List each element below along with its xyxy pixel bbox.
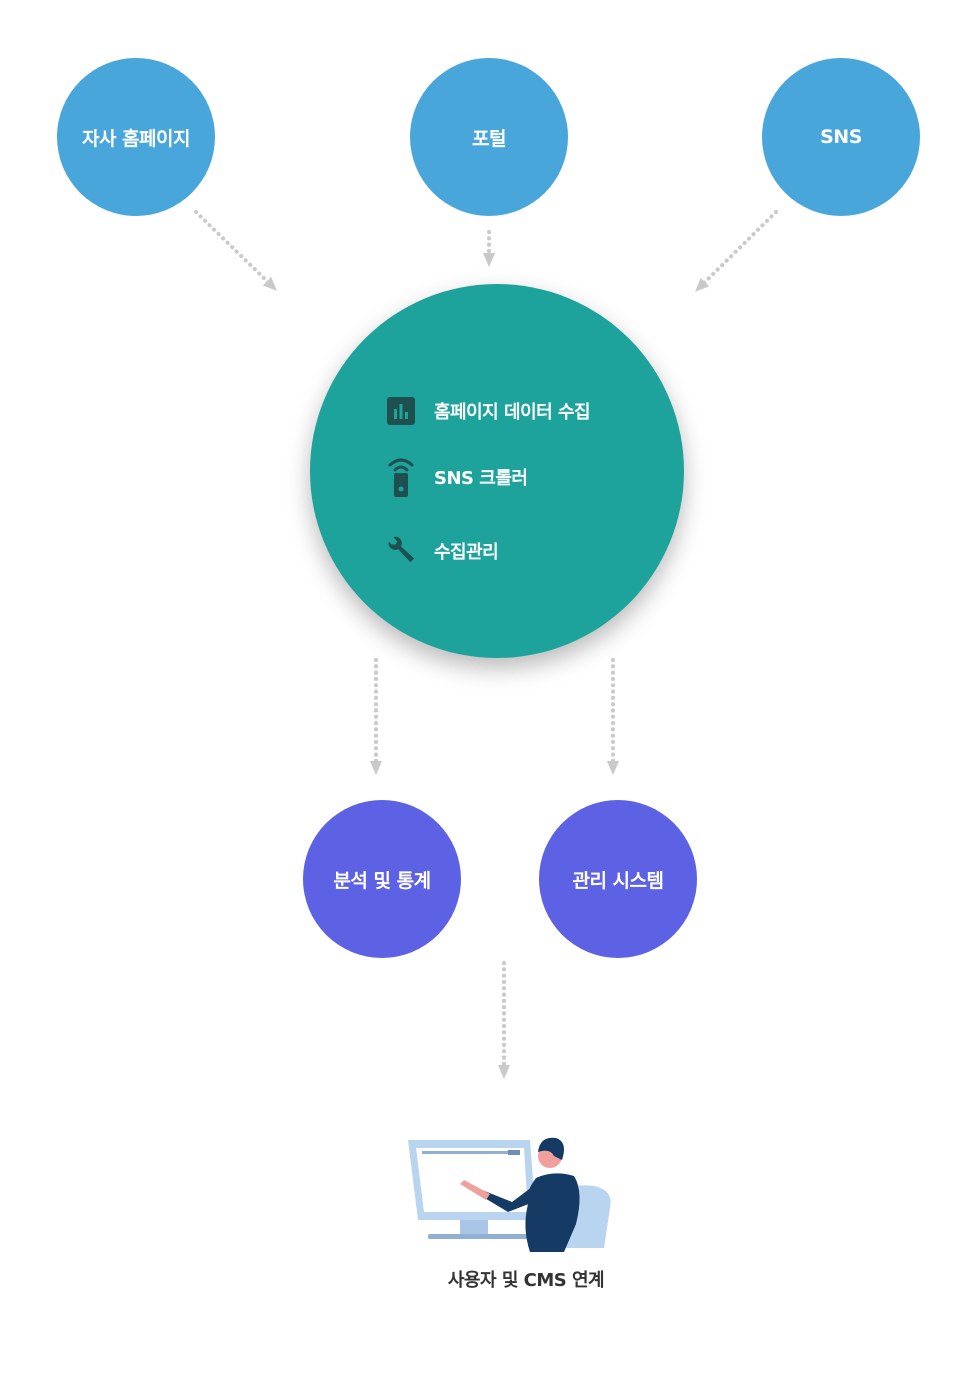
hub-item-homepage-data: 홈페이지 데이터 수집 [386,394,591,428]
hub-item-label: 홈페이지 데이터 수집 [434,402,591,423]
output-management-label: 관리 시스템 [572,869,664,892]
output-management-system: 관리 시스템 [539,800,697,958]
collection-hub: 홈페이지 데이터 수집 SNS 크롤러 수집관리 [310,284,684,658]
user-cms-caption: 사용자 및 CMS 연계 [447,1270,605,1291]
source-portal: 포털 [410,58,568,216]
arrow-sns-to-hub [695,210,778,292]
bar-chart-icon [386,394,416,428]
arrow-homepage-to-hub [194,210,278,291]
output-analysis-statistics: 분석 및 통계 [303,800,461,958]
source-homepage: 자사 홈페이지 [57,58,215,216]
hub-item-collection-management: 수집관리 [386,534,499,568]
hub-item-sns-crawler: SNS 크롤러 [386,458,528,497]
source-portal-label: 포털 [472,127,506,150]
source-sns: SNS [762,58,920,216]
source-homepage-label: 자사 홈페이지 [82,127,191,150]
hub-item-label: SNS 크롤러 [434,468,528,489]
source-sns-label: SNS [820,126,862,148]
person-at-computer-icon [408,1137,611,1252]
wrench-icon [386,534,416,568]
output-analysis-label: 분석 및 통계 [333,869,431,892]
hub-item-label: 수집관리 [434,542,499,563]
remote-signal-icon [386,458,416,497]
